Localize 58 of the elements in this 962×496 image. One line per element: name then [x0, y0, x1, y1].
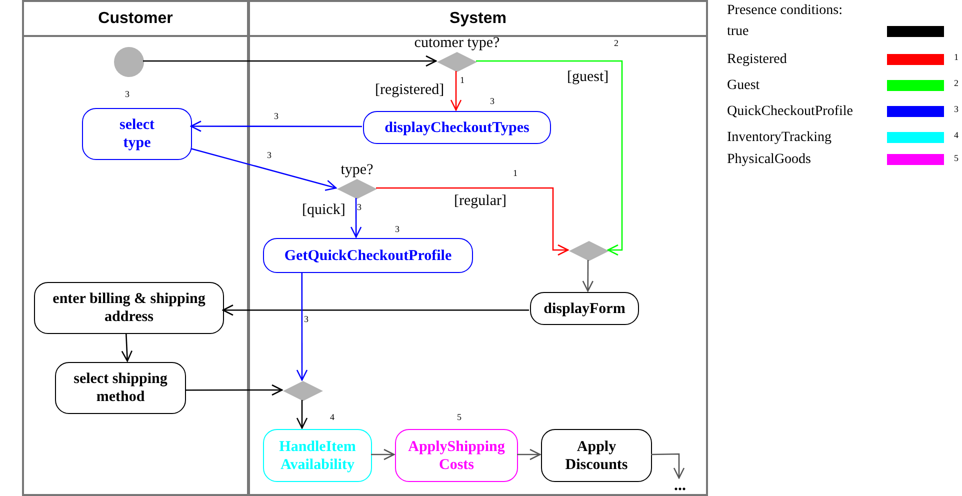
condition-number: 3 [954, 104, 958, 115]
arrow [185, 384, 283, 396]
condition-number: 2 [614, 38, 618, 49]
swimlane [248, 0, 708, 496]
arrow [143, 55, 437, 67]
guard-label: [quick] [301, 202, 346, 218]
condition-number: 3 [125, 89, 130, 99]
arrow [450, 71, 462, 111]
action-box: select shipping method [55, 362, 186, 414]
decision-label: cutomer type? [414, 35, 500, 51]
arrow [190, 120, 362, 132]
legend-label: Registered [727, 52, 787, 68]
legend-label: PhysicalGoods [727, 152, 811, 168]
arrow [296, 400, 308, 429]
arrow [190, 148, 337, 191]
condition-number: 5 [954, 153, 958, 164]
legend-label: Guest [727, 78, 760, 94]
continuation-dots: ... [665, 479, 695, 495]
condition-number: 3 [357, 202, 362, 213]
condition-number: 4 [954, 130, 958, 141]
legend-label: InventoryTracking [727, 130, 832, 146]
arrow [582, 260, 594, 292]
guard-label: [registered] [374, 82, 446, 98]
legend-title: Presence conditions: [727, 3, 842, 19]
lane-title: System [450, 8, 506, 28]
condition-number: 3 [267, 150, 272, 161]
condition-number: 5 [457, 412, 462, 422]
condition-number: 2 [954, 78, 958, 89]
arrow [376, 187, 569, 256]
merge-diamond [283, 381, 323, 401]
arrow [121, 332, 133, 362]
condition-number: 3 [490, 96, 494, 106]
condition-number: 4 [330, 412, 334, 422]
legend-label: QuickCheckoutProfile [727, 104, 853, 120]
initial-node [114, 47, 144, 77]
guard-label: [guest] [566, 69, 610, 85]
condition-number: 3 [304, 314, 308, 325]
arrow [350, 198, 362, 238]
action-box: enter billing & shipping address [34, 282, 224, 334]
action-box: Apply Discounts [541, 429, 652, 482]
decision-label: type? [340, 162, 374, 178]
arrow [371, 448, 395, 460]
arrow [517, 448, 541, 460]
legend-label: true [727, 24, 749, 40]
condition-number: 1 [513, 168, 518, 179]
arrow [650, 453, 685, 479]
guard-label: [regular] [453, 193, 508, 209]
condition-number: 1 [954, 52, 958, 63]
arrow [222, 304, 529, 316]
action-box: displayForm [530, 292, 639, 325]
merge-diamond [569, 241, 609, 261]
condition-number: 3 [274, 111, 278, 122]
arrow [296, 272, 308, 381]
lane-title: Customer [98, 8, 173, 28]
condition-number: 1 [460, 75, 464, 86]
swimlane [22, 0, 249, 496]
arrow [476, 60, 623, 256]
condition-number: 3 [395, 224, 400, 234]
